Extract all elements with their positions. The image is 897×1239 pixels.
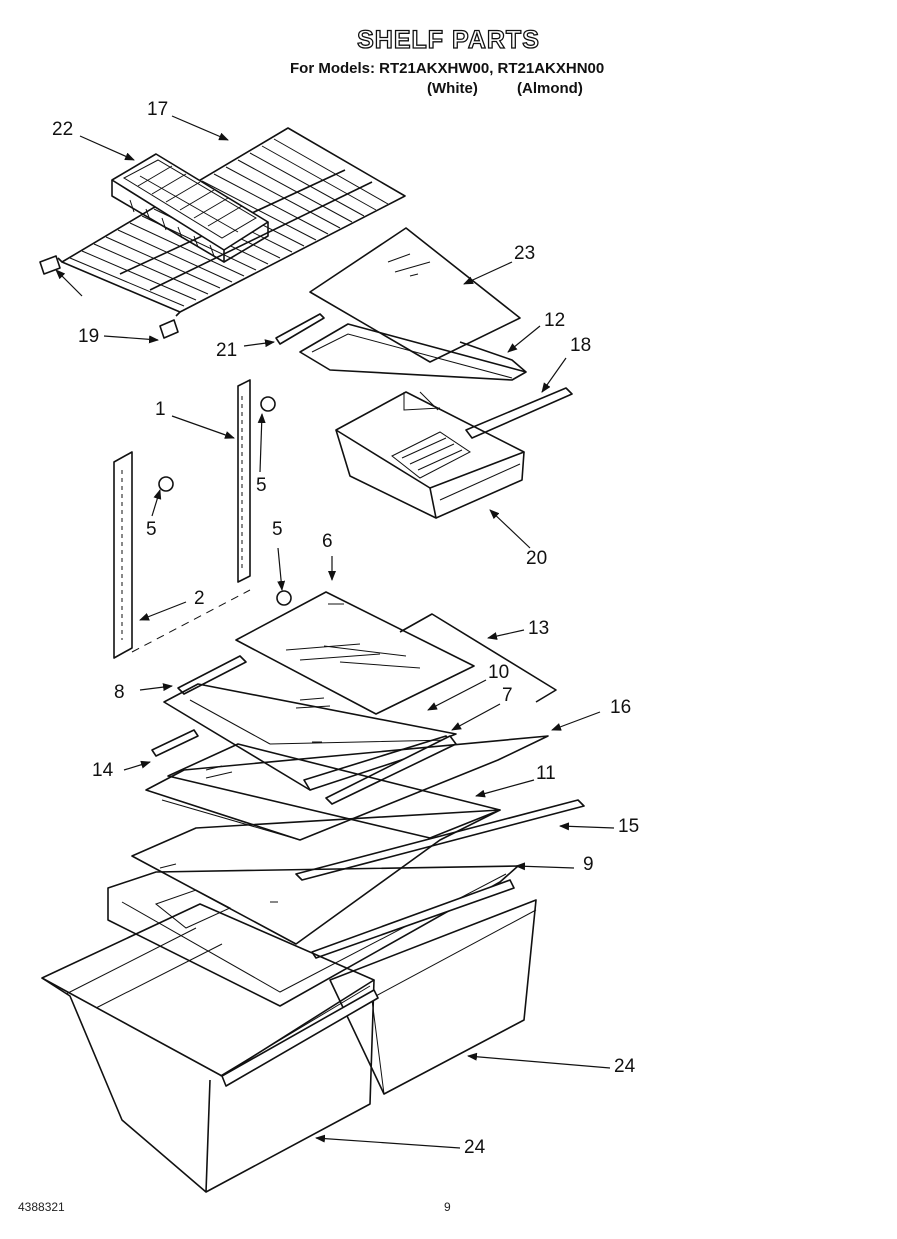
callout-5-lower: 5 xyxy=(272,519,283,540)
callout-12: 12 xyxy=(544,310,566,331)
callout-17: 17 xyxy=(147,99,169,120)
callout-9: 9 xyxy=(583,854,594,875)
callout-8: 8 xyxy=(114,682,125,703)
glass-shelf-part-13 xyxy=(399,613,557,703)
crisper-cover-part-9 xyxy=(107,809,519,1007)
callout-14: 14 xyxy=(92,760,114,781)
callout-21: 21 xyxy=(216,340,238,361)
crisper-drawer-part-24-left xyxy=(41,903,379,1193)
crisper-drawer-part-24-right xyxy=(329,899,537,1095)
callout-18: 18 xyxy=(570,335,592,356)
crisper-pan-part-20 xyxy=(335,387,573,519)
shelf-ladder-part-2 xyxy=(113,451,251,659)
callout-10: 10 xyxy=(488,662,510,683)
document-number: 4388321 xyxy=(18,1200,65,1214)
callout-2: 2 xyxy=(194,588,205,609)
ice-tray-part-22 xyxy=(111,153,269,263)
leader-lines xyxy=(55,115,615,1149)
callout-19: 19 xyxy=(78,326,100,347)
variant-almond-label: (Almond) xyxy=(517,80,583,97)
models-line: For Models: RT21AKXHW00, RT21AKXHN00 xyxy=(290,60,605,77)
shelf-frame-part-11 xyxy=(145,729,549,841)
callout-6: 6 xyxy=(322,531,333,552)
callout-5-left: 5 xyxy=(146,519,157,540)
callout-20: 20 xyxy=(526,548,548,569)
callout-11: 11 xyxy=(536,763,556,784)
glass-shelf-part-23 xyxy=(309,227,521,363)
frame-part-12 xyxy=(275,313,527,381)
shelf-ladder-part-1 xyxy=(237,379,251,583)
shelf-endcaps-part-19 xyxy=(39,255,179,339)
callout-22: 22 xyxy=(52,119,74,140)
screws-part-5 xyxy=(158,396,292,606)
glass-shelf-part-6 xyxy=(235,591,475,715)
callout-16: 16 xyxy=(610,697,632,718)
callout-13: 13 xyxy=(528,618,550,639)
callout-5-upper: 5 xyxy=(256,475,267,496)
callout-24-left: 24 xyxy=(464,1137,486,1158)
callout-15: 15 xyxy=(618,816,640,837)
page-number: 9 xyxy=(444,1200,451,1214)
callout-1: 1 xyxy=(155,399,166,420)
callout-23: 23 xyxy=(514,243,536,264)
callout-7: 7 xyxy=(502,685,513,706)
page-title: SHELF PARTS xyxy=(356,25,540,54)
shelf-frame-part-8 xyxy=(163,655,457,791)
callout-24-right: 24 xyxy=(614,1056,636,1077)
variant-white-label: (White) xyxy=(427,80,478,97)
wire-shelf-part-17 xyxy=(57,127,406,317)
